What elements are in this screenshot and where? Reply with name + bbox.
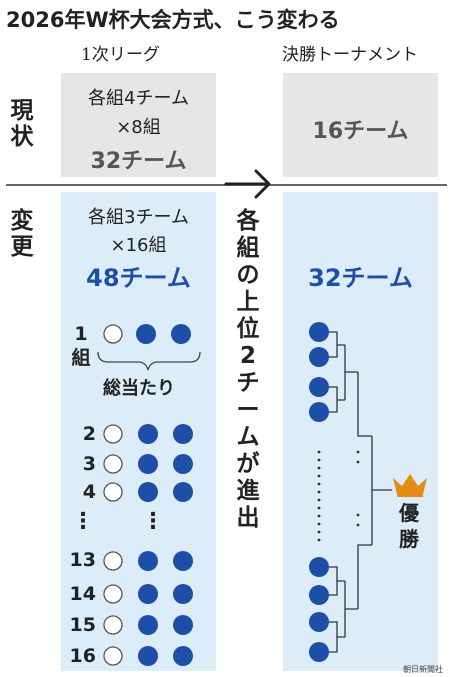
team-circle-filled: [138, 584, 158, 604]
bracket-top-teams: [309, 322, 329, 422]
team-circle-filled: [173, 482, 193, 502]
group-2-teams: [103, 424, 193, 444]
current-row-label: 現 状: [10, 98, 34, 151]
group-number: 16: [69, 645, 96, 667]
current-knockout-teams: 16チーム: [312, 119, 409, 144]
current-knockout-panel: [283, 73, 438, 177]
current-groups-line1: 各組4チーム: [88, 88, 189, 109]
group-number: 4: [82, 481, 96, 503]
group-number: 15: [69, 614, 96, 636]
team-circle-filled: [309, 377, 329, 397]
group-number: 14: [69, 583, 96, 605]
changed-teams: 48チーム: [86, 264, 191, 292]
team-circle-filled: [138, 646, 158, 666]
group-number: 3: [82, 453, 96, 475]
team-circle-filled: [173, 584, 193, 604]
page-title: 2026年W杯大会方式、こう変わる: [6, 8, 340, 32]
team-circle-empty: [103, 454, 123, 474]
advance-text: 各 組 の 上 位 2 チ ー ム が 進 出: [236, 208, 260, 531]
current-groups-line2: ×8組: [116, 117, 161, 138]
group-number: 2: [82, 423, 96, 445]
knockout-header: 決勝トーナメント: [282, 45, 418, 65]
changed-groups-line1: 各組3チーム: [88, 207, 189, 228]
team-circle-filled: [138, 454, 158, 474]
team-circle-filled: [171, 324, 191, 344]
team-circle-filled: [173, 424, 193, 444]
group-4-teams: [103, 482, 193, 502]
group1-teams: [103, 324, 191, 344]
ellipsis-circles: ⋮: [142, 509, 164, 534]
current-teams: 32チーム: [90, 149, 187, 174]
group-number: 13: [69, 549, 96, 571]
winner-label: 優 勝: [399, 501, 419, 551]
credit-text: 朝日新聞社: [403, 665, 443, 674]
team-circle-filled: [309, 585, 329, 605]
ellipsis-numbers: ⋮: [72, 509, 94, 534]
bracket-ellipsis: [317, 450, 360, 542]
team-circle-empty: [103, 646, 123, 666]
round-robin-label: 総当たり: [103, 378, 175, 399]
group-3-teams: [103, 454, 193, 474]
changed-row-label: 変 更: [10, 208, 34, 261]
group1-label: 1 組: [71, 323, 91, 369]
team-circle-filled: [309, 612, 329, 632]
team-circle-filled: [173, 615, 193, 635]
team-circle-filled: [173, 454, 193, 474]
team-circle-filled: [173, 646, 193, 666]
team-circle-filled: [309, 322, 329, 342]
group-14-teams: [103, 584, 193, 604]
team-circle-filled: [309, 642, 329, 662]
group-13-teams: [103, 551, 193, 571]
changed-groups-line2: ×16組: [110, 235, 167, 256]
bracket-bottom-teams: [309, 557, 329, 662]
bracket-bottom: [329, 490, 373, 653]
first-round-header: 1次リーグ: [81, 45, 160, 65]
team-circle-filled: [138, 424, 158, 444]
team-circle-filled: [173, 551, 193, 571]
team-circle-filled: [138, 482, 158, 502]
round-robin-brace: [97, 351, 201, 371]
team-circle-filled: [138, 551, 158, 571]
arrow-right-icon: [224, 169, 271, 199]
team-circle-filled: [136, 324, 156, 344]
team-circle-empty: [103, 424, 123, 444]
team-circle-filled: [309, 402, 329, 422]
team-circle-filled: [309, 347, 329, 367]
crown-icon: [393, 474, 427, 497]
team-circle-empty: [103, 324, 123, 344]
current-first-round-panel: [61, 73, 216, 177]
team-circle-empty: [103, 482, 123, 502]
team-circle-filled: [138, 615, 158, 635]
group-16-teams: [103, 646, 193, 666]
changed-knockout-teams: 32チーム: [308, 264, 413, 292]
team-circle-empty: [103, 551, 123, 571]
bracket-top: [329, 331, 392, 491]
changed-knockout-panel: [283, 192, 438, 671]
team-circle-filled: [309, 557, 329, 577]
team-circle-empty: [103, 584, 123, 604]
group-15-teams: [103, 615, 193, 635]
team-circle-empty: [103, 615, 123, 635]
